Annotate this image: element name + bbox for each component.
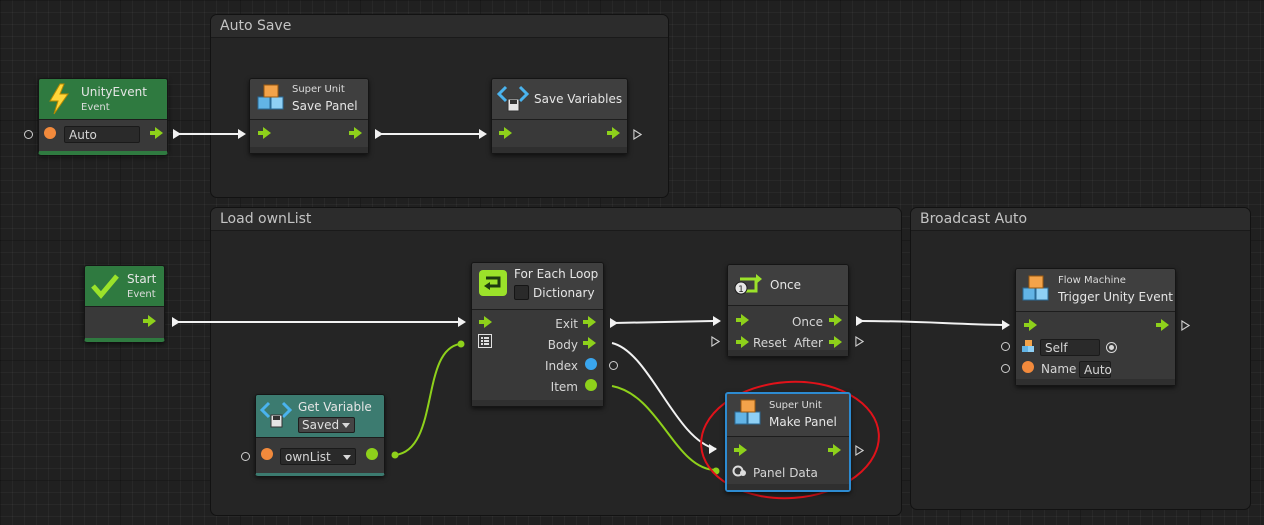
- get-variable-node[interactable]: Get Variable Saved ownList: [255, 394, 385, 476]
- variable-name-dropdown[interactable]: ownList: [280, 448, 356, 465]
- once-output-label: Once: [791, 315, 823, 329]
- once-node[interactable]: 1 Once Once Reset After: [727, 264, 849, 357]
- flow-input-port[interactable]: [1024, 319, 1037, 331]
- super-unit-cube-icon: [257, 84, 284, 110]
- item-label: Item: [550, 380, 578, 394]
- flow-output-port[interactable]: [607, 127, 620, 139]
- after-label: After: [794, 336, 823, 350]
- flow-output-port[interactable]: [1156, 319, 1169, 331]
- name-input-dot[interactable]: [1022, 361, 1034, 373]
- after-hollow-port[interactable]: [855, 336, 864, 347]
- node-title: Start: [127, 272, 157, 286]
- node-subtitle: Event: [127, 289, 156, 300]
- checkmark-icon: [91, 274, 119, 299]
- node-title: For Each Loop: [514, 267, 599, 281]
- list-icon: [478, 334, 492, 348]
- index-label: Index: [544, 359, 578, 373]
- flow-out-arrow: [172, 317, 180, 327]
- variable-kind-value: Saved: [302, 418, 340, 432]
- svg-text:1: 1: [738, 285, 744, 295]
- lightning-icon: [49, 83, 69, 115]
- node-subtitle: Super Unit: [292, 84, 345, 95]
- node-title: UnityEvent: [81, 85, 147, 99]
- flow-output-hollow-port[interactable]: [633, 129, 642, 140]
- variable-kind-dropdown[interactable]: Saved: [298, 417, 355, 433]
- trigger-output-port[interactable]: [143, 315, 156, 327]
- exit-output-port[interactable]: [583, 316, 596, 328]
- name-label: Name: [1041, 362, 1077, 376]
- node-title: Save Panel: [292, 99, 358, 113]
- flow-input-port[interactable]: [479, 316, 492, 328]
- node-subtitle: Event: [81, 102, 110, 113]
- panel-data-label: Panel Data: [753, 466, 818, 480]
- name-input-port[interactable]: [24, 130, 33, 139]
- object-picker-icon[interactable]: [1106, 342, 1117, 353]
- name-input-dot[interactable]: [261, 448, 273, 460]
- reset-hollow-port[interactable]: [711, 336, 720, 347]
- save-panel-node[interactable]: Super Unit Save Panel: [249, 78, 369, 154]
- once-icon: 1: [734, 274, 762, 295]
- name-hollow-port[interactable]: [241, 452, 250, 461]
- flow-input-port[interactable]: [734, 444, 747, 456]
- get-variable-icon: [260, 401, 292, 428]
- reset-input-port[interactable]: [736, 336, 749, 348]
- save-variables-node[interactable]: Save Variables: [491, 78, 628, 154]
- flow-output-port[interactable]: [349, 127, 362, 139]
- exit-label: Exit: [555, 317, 578, 331]
- gear-icon[interactable]: [732, 464, 748, 478]
- item-output-port[interactable]: [585, 379, 597, 391]
- index-hollow-port[interactable]: [609, 361, 618, 370]
- flow-input-port[interactable]: [736, 314, 749, 326]
- flow-input-port[interactable]: [499, 127, 512, 139]
- chevron-down-icon: [343, 455, 351, 460]
- flow-output-port[interactable]: [828, 444, 841, 456]
- chevron-down-icon: [342, 423, 350, 428]
- body-output-port[interactable]: [583, 337, 596, 349]
- group-title: Broadcast Auto: [911, 208, 1250, 231]
- group-title: Auto Save: [211, 15, 668, 38]
- node-title: Once: [770, 278, 802, 292]
- node-title: Make Panel: [769, 415, 837, 429]
- node-title: Save Variables: [534, 92, 623, 106]
- name-hollow-port[interactable]: [1001, 364, 1010, 373]
- after-output-port[interactable]: [829, 336, 842, 348]
- dictionary-label: Dictionary: [533, 286, 595, 300]
- flow-machine-icon: [1022, 275, 1049, 301]
- reset-label: Reset: [753, 336, 787, 350]
- self-target-icon: [1022, 340, 1034, 352]
- loop-icon: [479, 270, 507, 296]
- trigger-unity-event-node[interactable]: Flow Machine Trigger Unity Event Self Na…: [1015, 268, 1176, 386]
- node-title: Get Variable: [298, 400, 372, 414]
- node-title: Trigger Unity Event: [1058, 290, 1173, 304]
- for-each-loop-node[interactable]: For Each Loop Dictionary Exit Body Index…: [471, 262, 604, 407]
- trigger-output-port[interactable]: [150, 127, 163, 139]
- node-subtitle: Flow Machine: [1058, 275, 1126, 286]
- flow-output-hollow-port[interactable]: [855, 445, 864, 456]
- save-variables-icon: [497, 85, 529, 112]
- start-event-node[interactable]: Start Event: [84, 265, 165, 342]
- variable-name-value: ownList: [285, 450, 331, 464]
- flow-input-port[interactable]: [258, 127, 271, 139]
- group-title: Load ownList: [211, 208, 901, 231]
- self-field[interactable]: Self: [1040, 339, 1100, 356]
- super-unit-cube-icon: [734, 399, 761, 425]
- name-port[interactable]: [44, 127, 56, 139]
- make-panel-node[interactable]: Super Unit Make Panel Panel Data: [725, 392, 851, 492]
- body-label: Body: [547, 338, 578, 352]
- self-hollow-port[interactable]: [1001, 342, 1010, 351]
- flow-out-arrow: [173, 129, 181, 139]
- value-output-port[interactable]: [366, 448, 378, 460]
- once-output-port[interactable]: [829, 314, 842, 326]
- flow-output-hollow-port[interactable]: [1181, 320, 1190, 331]
- unity-event-node[interactable]: UnityEvent Event Auto: [38, 78, 168, 155]
- index-output-port[interactable]: [585, 358, 597, 370]
- dictionary-checkbox[interactable]: [514, 285, 529, 300]
- node-subtitle: Super Unit: [769, 400, 822, 411]
- event-name-field[interactable]: Auto: [64, 126, 140, 143]
- event-name-field[interactable]: Auto: [1079, 361, 1112, 378]
